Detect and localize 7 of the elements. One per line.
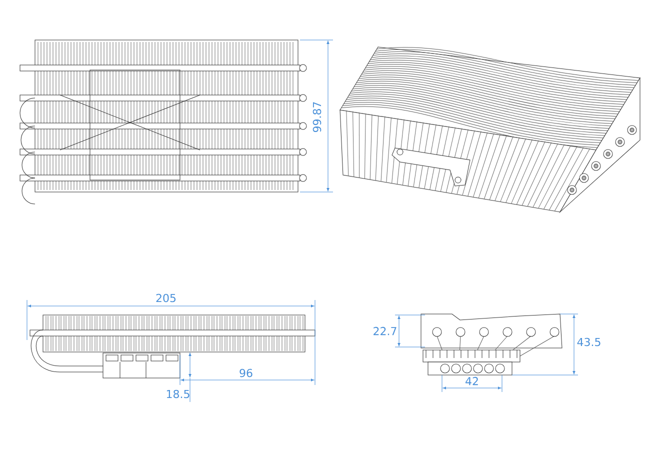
dimension-label: 99.87 — [312, 102, 322, 132]
dimension-label: 205 — [156, 294, 176, 302]
dimension-label: 43.5 — [577, 338, 600, 346]
dimension-label: 22.7 — [374, 326, 396, 336]
dimension-label: 18.5 — [166, 390, 190, 398]
dimension-label: 96 — [240, 368, 252, 378]
dimension-label: 42 — [466, 376, 478, 386]
